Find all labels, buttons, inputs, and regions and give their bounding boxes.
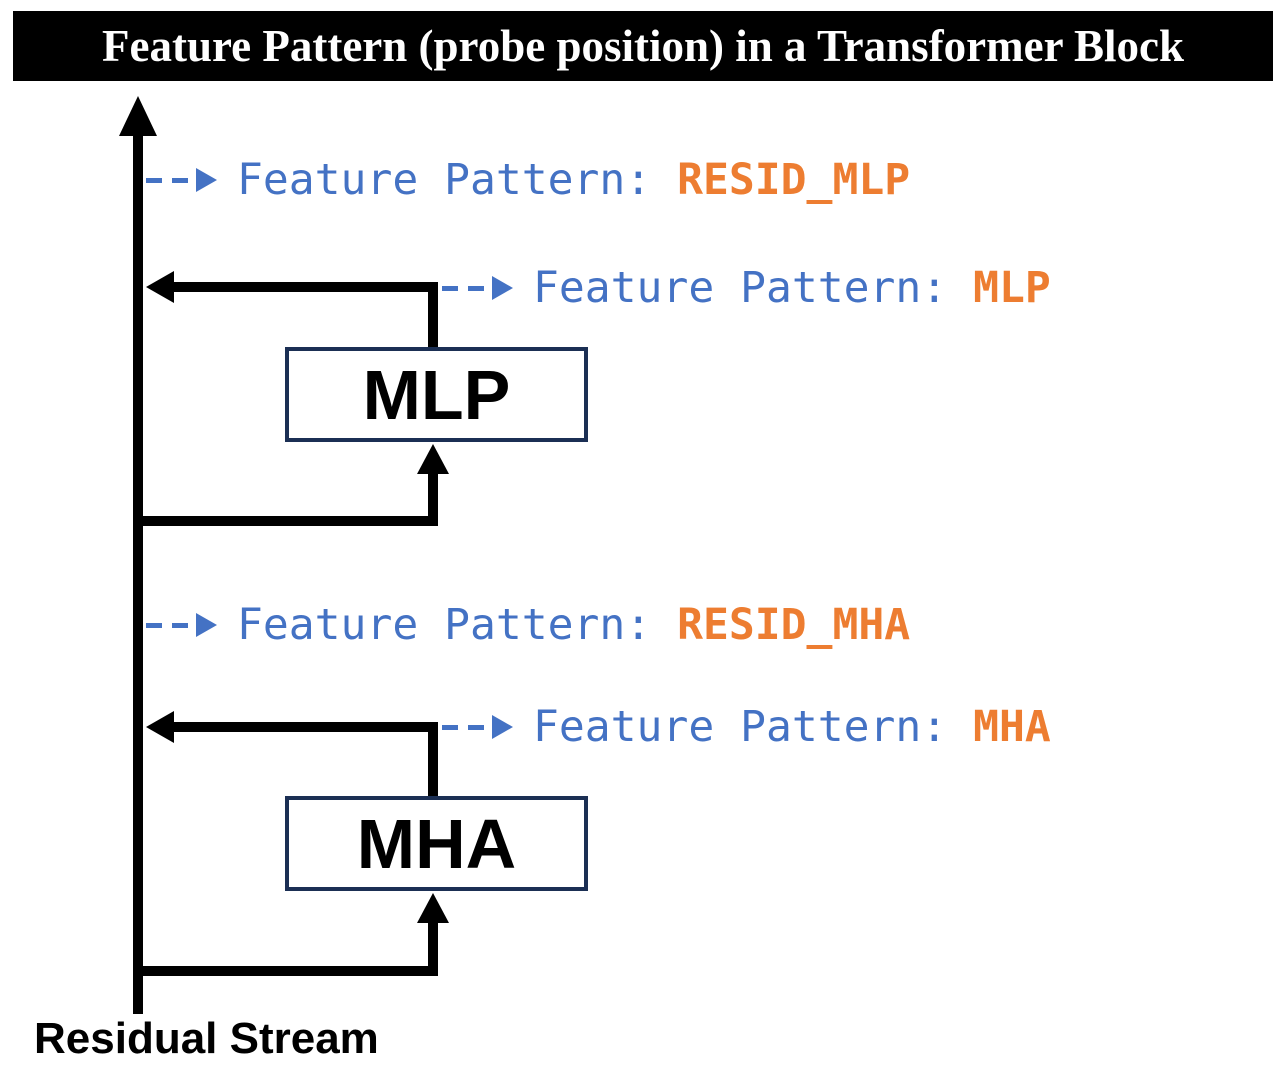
probe-label-prefix: Feature Pattern: (533, 262, 974, 313)
mlp-block-label: MLP (362, 355, 511, 434)
dashed-arrowhead-icon (492, 276, 513, 300)
mha-block: MHA (285, 796, 588, 891)
dashed-arrow-icon (442, 285, 458, 291)
dashed-arrowhead-icon (196, 613, 217, 637)
dashed-arrow-icon (146, 177, 162, 183)
dashed-arrow-icon (172, 622, 188, 628)
probe-label-value: MLP (973, 262, 1051, 313)
mlp-output-line-horizontal (170, 282, 438, 292)
dashed-arrow-icon (146, 622, 162, 628)
mha-output-line-vertical (428, 722, 438, 798)
mha-output-arrowhead-icon (146, 711, 174, 743)
residual-stream-line (133, 132, 143, 1014)
mlp-input-line-vertical (428, 470, 438, 522)
residual-stream-label: Residual Stream (34, 1014, 379, 1063)
title-text: Feature Pattern (probe position) in a Tr… (102, 21, 1184, 71)
probe-label-value: RESID_MLP (677, 154, 911, 205)
probe-mha: Feature Pattern: MHA (442, 699, 1051, 755)
probe-mlp: Feature Pattern: MLP (442, 260, 1051, 316)
mha-block-label: MHA (356, 804, 517, 883)
probe-label-value: MHA (973, 701, 1051, 752)
mlp-block: MLP (285, 347, 588, 442)
dashed-arrow-icon (468, 724, 484, 730)
mlp-input-arrowhead-icon (417, 444, 449, 474)
probe-label-prefix: Feature Pattern: (237, 599, 678, 650)
probe-resid-mlp: Feature Pattern: RESID_MLP (146, 152, 910, 208)
mlp-input-line-horizontal (133, 516, 438, 526)
mha-input-line-vertical (428, 919, 438, 976)
mha-input-arrowhead-icon (417, 893, 449, 923)
dashed-arrowhead-icon (492, 715, 513, 739)
title-bar: Feature Pattern (probe position) in a Tr… (13, 11, 1273, 81)
dashed-arrow-icon (172, 177, 188, 183)
mha-output-line-horizontal (170, 722, 438, 732)
dashed-arrowhead-icon (196, 168, 217, 192)
probe-resid-mha: Feature Pattern: RESID_MHA (146, 597, 910, 653)
dashed-arrow-icon (442, 724, 458, 730)
probe-label-prefix: Feature Pattern: (533, 701, 974, 752)
probe-label-prefix: Feature Pattern: (237, 154, 678, 205)
probe-label: Feature Pattern: RESID_MHA (237, 603, 910, 647)
mlp-output-arrowhead-icon (146, 271, 174, 303)
probe-label: Feature Pattern: MHA (533, 705, 1051, 749)
probe-label: Feature Pattern: RESID_MLP (237, 158, 910, 202)
dashed-arrow-icon (468, 285, 484, 291)
probe-label-value: RESID_MHA (677, 599, 911, 650)
residual-stream-arrowhead-icon (119, 96, 157, 136)
mlp-output-line-vertical (428, 282, 438, 350)
probe-label: Feature Pattern: MLP (533, 266, 1051, 310)
mha-input-line-horizontal (133, 966, 438, 976)
